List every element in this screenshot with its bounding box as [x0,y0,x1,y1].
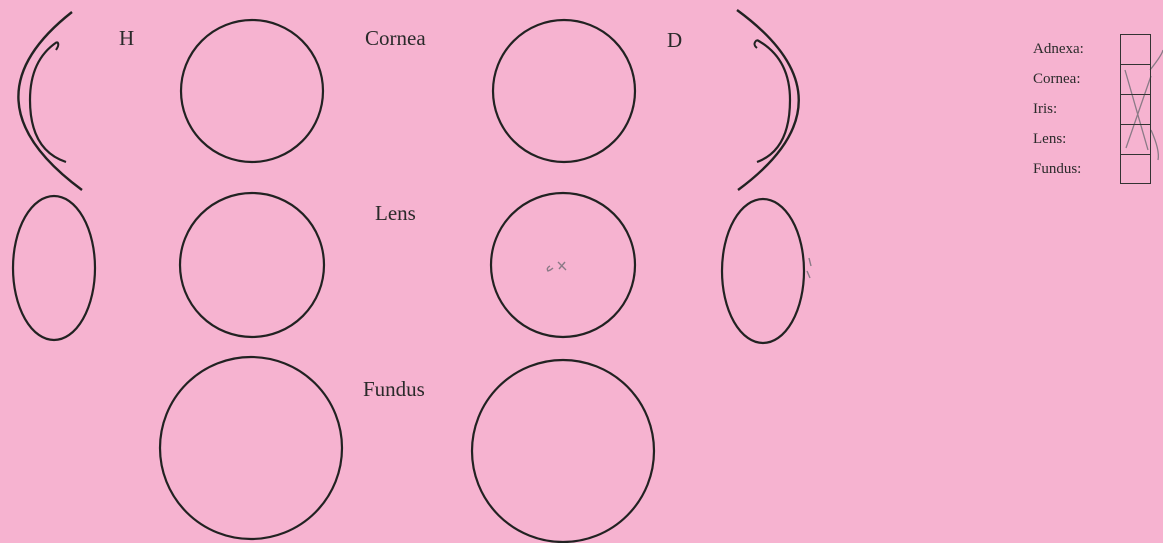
fundus-section-label: Fundus [363,379,425,400]
cornea-section-label: Cornea [365,28,426,49]
exam-checklist: Adnexa: Cornea: Iris: Lens: Fundus: [1033,34,1153,184]
checklist-box[interactable] [1120,64,1151,94]
checklist-box[interactable] [1120,94,1151,124]
checklist-box[interactable] [1120,154,1151,184]
checklist-box[interactable] [1120,124,1151,154]
checklist-box[interactable] [1120,34,1151,64]
checklist-row-iris: Iris: [1033,94,1153,124]
left-lens-circle [180,193,324,337]
checklist-label: Iris: [1033,102,1057,117]
right-lens-side-ellipse [722,199,804,343]
right-eye-label: D [667,30,682,51]
checklist-label: Cornea: [1033,72,1080,87]
checklist-row-fundus: Fundus: [1033,154,1153,184]
checklist-row-adnexa: Adnexa: [1033,34,1153,64]
checklist-label: Adnexa: [1033,42,1084,57]
left-eye-label: H [119,28,134,49]
lens-section-label: Lens [375,203,416,224]
right-cornea-circle [493,20,635,162]
left-adnexa-outer-arc [18,12,82,190]
checklist-label: Fundus: [1033,162,1081,177]
pencil-mark-right-lens [547,262,566,271]
checklist-row-lens: Lens: [1033,124,1153,154]
pencil-mark-right-side [807,258,811,278]
left-cornea-circle [181,20,323,162]
right-fundus-circle [472,360,654,542]
checklist-label: Lens: [1033,132,1066,147]
left-fundus-circle [160,357,342,539]
left-lens-side-ellipse [13,196,95,340]
checklist-row-cornea: Cornea: [1033,64,1153,94]
